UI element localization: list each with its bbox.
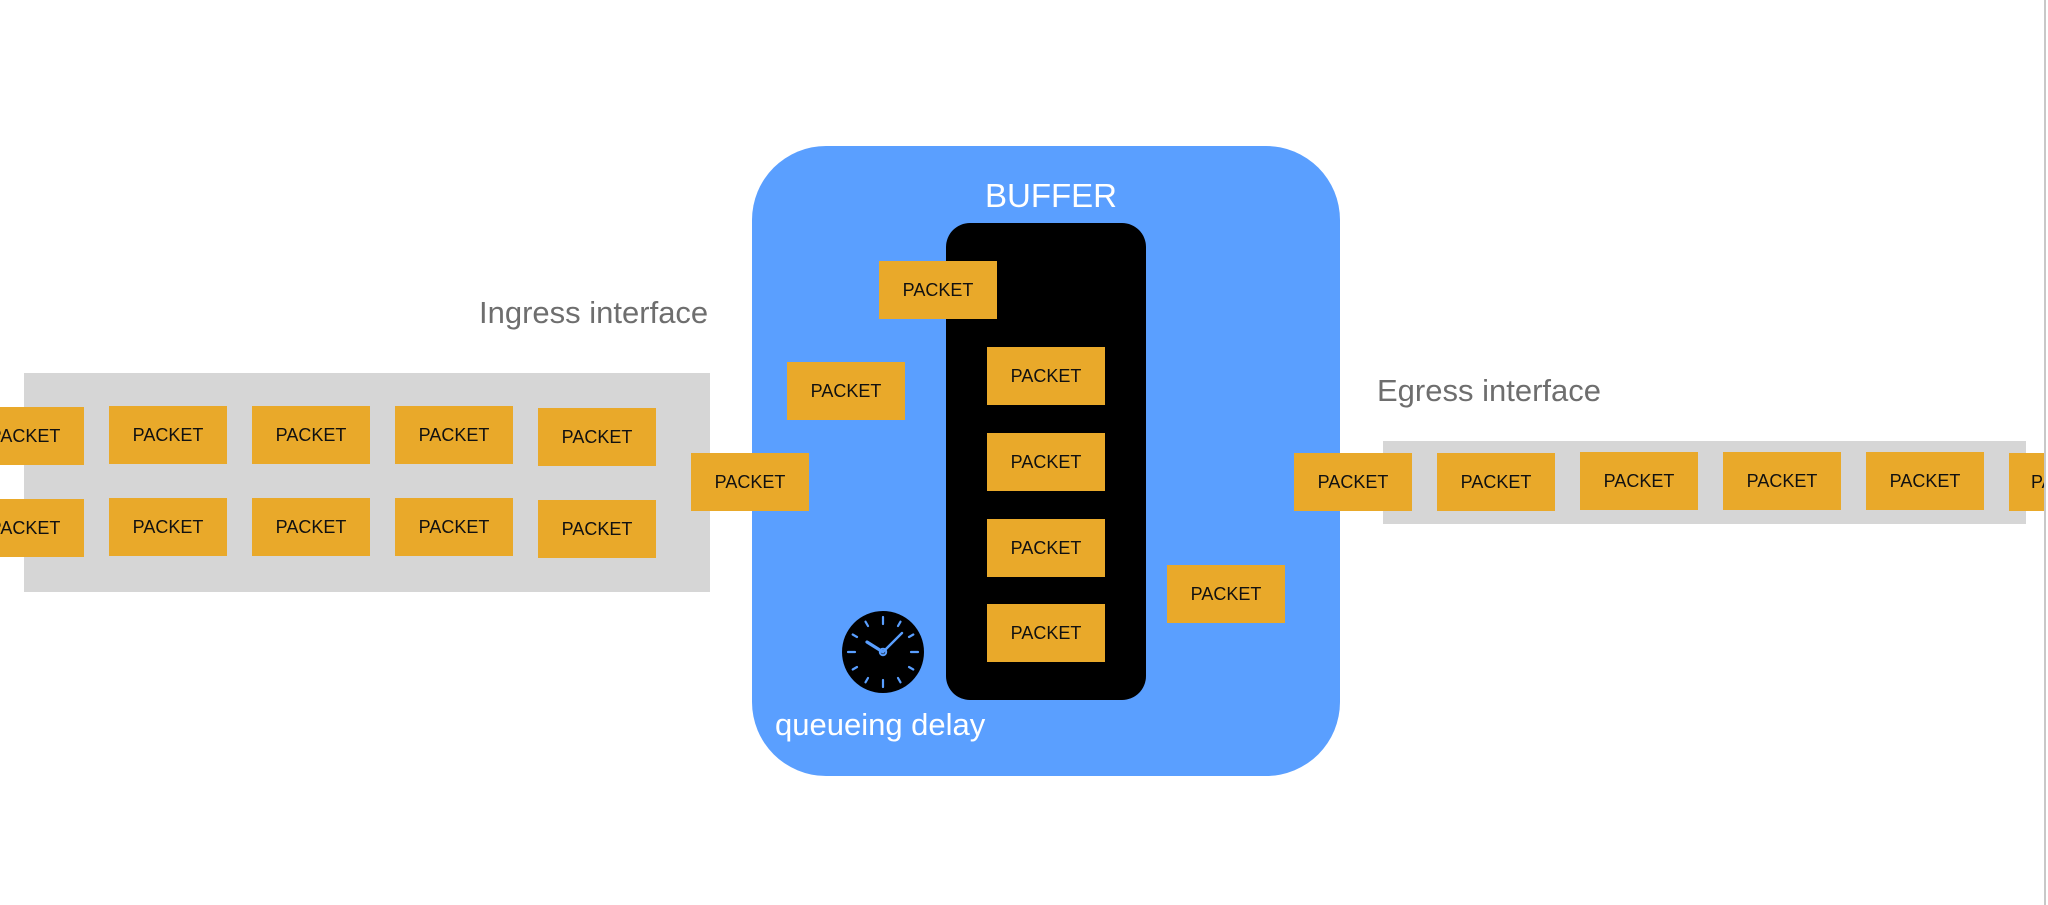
ingress-packet: PACKET: [395, 406, 513, 464]
right-edge-divider: [2044, 0, 2046, 905]
egress-packet: PACKET: [1866, 452, 1984, 510]
egress-packet: PACKET: [1723, 452, 1841, 510]
egress-packet: PACKET: [1294, 453, 1412, 511]
entering-packet: PACKET: [787, 362, 905, 420]
clock-icon: [842, 611, 924, 693]
buffer-title: BUFFER: [985, 177, 1117, 214]
arriving-packet: PACKET: [691, 453, 809, 511]
ingress-packet: PACKET: [109, 406, 227, 464]
ingress-packet: PACKET: [252, 406, 370, 464]
egress-packet: PACKET: [2009, 453, 2044, 511]
ingress-packet: PACKET: [538, 408, 656, 466]
egress-interface-label: Egress interface: [1377, 373, 1601, 408]
dequeued-packet: PACKET: [1167, 565, 1285, 623]
enqueuing-packet: PACKET: [879, 261, 997, 319]
ingress-packet: PACKET: [109, 498, 227, 556]
egress-packet: PACKET: [1437, 453, 1555, 511]
ingress-packet: PACKET: [395, 498, 513, 556]
ingress-packet: PACKET: [0, 499, 84, 557]
egress-packet: PACKET: [1580, 452, 1698, 510]
ingress-interface-label: Ingress interface: [479, 295, 709, 330]
ingress-packet: PACKET: [252, 498, 370, 556]
ingress-packet: PACKET: [0, 407, 84, 465]
queueing-delay-label: queueing delay: [775, 707, 986, 742]
queued-packet: PACKET: [987, 347, 1105, 405]
ingress-packet: PACKET: [538, 500, 656, 558]
queued-packet: PACKET: [987, 433, 1105, 491]
queued-packet: PACKET: [987, 604, 1105, 662]
queued-packet: PACKET: [987, 519, 1105, 577]
